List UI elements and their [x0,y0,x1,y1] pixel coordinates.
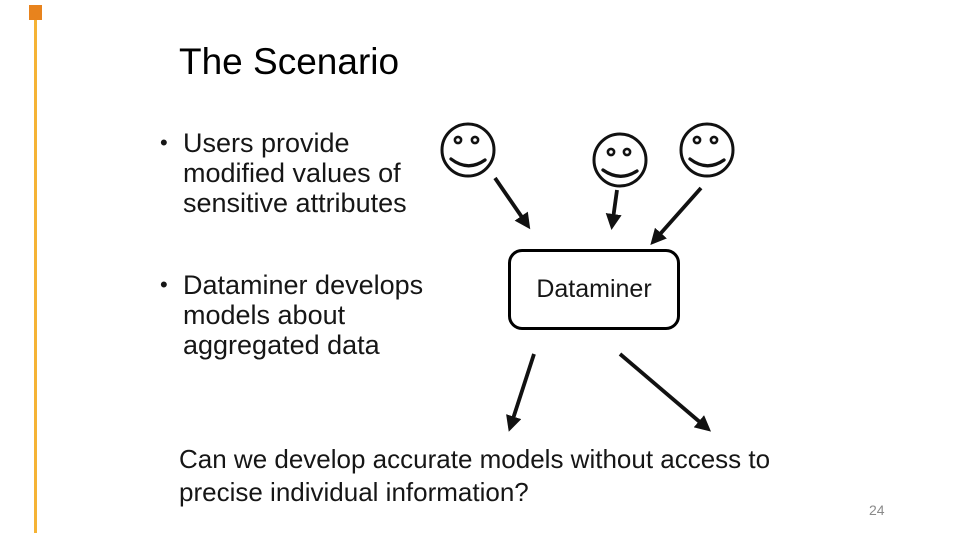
bullet-text-users: Users provide modified values of sensiti… [183,128,407,218]
bullet-marker: • [160,130,168,155]
page-number: 24 [869,502,885,518]
arrow-user1-to-dataminer-icon [493,176,531,230]
arrow-user2-to-dataminer-icon [605,189,622,230]
dataminer-box-label: Dataminer [536,275,652,303]
question-text: Can we develop accurate models without a… [179,444,771,507]
smiley-face-icon [679,122,735,178]
accent-square [29,5,42,20]
bullet-marker: • [160,272,168,297]
arrow-dataminer-output-right-icon [618,352,712,432]
bullet-text-dataminer: Dataminer develops models about aggregat… [183,270,424,360]
accent-bar [34,20,37,533]
arrow-user3-to-dataminer-icon [650,186,703,245]
smiley-face-icon [592,132,648,188]
bullet-item-dataminer: • Dataminer develops models about aggreg… [160,270,423,360]
bullet-item-users: • Users provide modified values of sensi… [160,128,407,218]
smiley-face-icon [440,122,496,178]
slide-title: The Scenario [179,41,400,82]
arrow-dataminer-output-left-icon [506,353,536,432]
dataminer-box: Dataminer [508,249,680,330]
